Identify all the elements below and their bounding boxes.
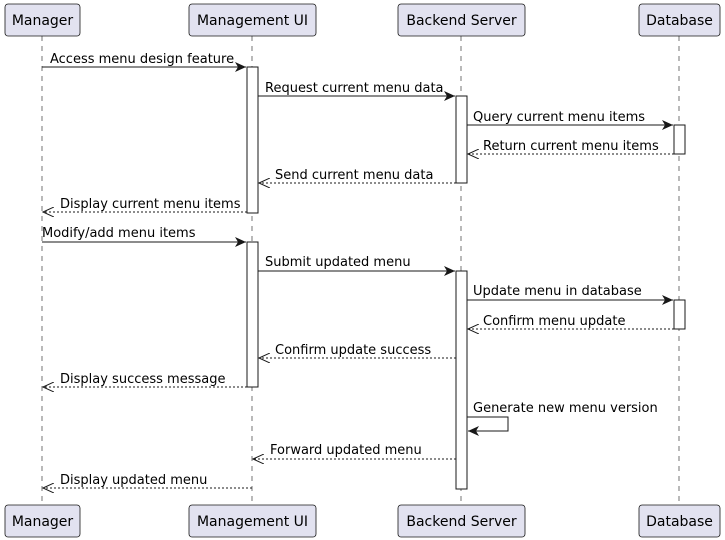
message-label: Generate new menu version bbox=[473, 401, 658, 416]
message-label: Display success message bbox=[60, 372, 225, 387]
message-label: Request current menu data bbox=[265, 81, 444, 96]
activation-backend-2 bbox=[455, 270, 468, 490]
participant-management-ui-bottom[interactable]: Management UI bbox=[188, 504, 317, 538]
participant-label: Database bbox=[646, 514, 713, 530]
message-confirm-menu-update[interactable]: Confirm menu update bbox=[468, 314, 674, 329]
message-submit-updated-menu[interactable]: Submit updated menu bbox=[258, 255, 455, 276]
participant-management-ui-top[interactable]: Management UI bbox=[188, 3, 317, 37]
participant-database-top[interactable]: Database bbox=[638, 3, 721, 37]
message-label: Forward updated menu bbox=[270, 443, 422, 458]
participant-label: Management UI bbox=[197, 13, 308, 29]
message-label: Confirm update success bbox=[275, 343, 431, 358]
participant-backend-server-top[interactable]: Backend Server bbox=[397, 3, 526, 37]
participant-label: Manager bbox=[12, 13, 74, 29]
message-request-current-menu-data[interactable]: Request current menu data bbox=[258, 81, 455, 101]
message-label: Send current menu data bbox=[275, 168, 433, 183]
message-label: Submit updated menu bbox=[265, 255, 411, 270]
message-access-menu-design[interactable]: Access menu design feature bbox=[42, 52, 246, 72]
message-label: Display current menu items bbox=[60, 197, 241, 212]
message-forward-updated-menu[interactable]: Forward updated menu bbox=[253, 443, 456, 459]
participant-manager-bottom[interactable]: Manager bbox=[4, 504, 81, 538]
participant-label: Management UI bbox=[197, 514, 308, 530]
participant-label: Manager bbox=[12, 514, 74, 530]
participant-backend-server-bottom[interactable]: Backend Server bbox=[397, 504, 526, 538]
participant-label: Backend Server bbox=[406, 514, 516, 530]
message-label: Confirm menu update bbox=[483, 314, 625, 329]
participant-database-bottom[interactable]: Database bbox=[638, 504, 721, 538]
message-display-success-message[interactable]: Display success message bbox=[43, 372, 247, 387]
message-return-current-menu-items[interactable]: Return current menu items bbox=[468, 139, 674, 154]
message-send-current-menu-data[interactable]: Send current menu data bbox=[259, 168, 456, 183]
message-label: Query current menu items bbox=[473, 110, 645, 125]
activation-db-2 bbox=[673, 299, 686, 330]
activation-db-1 bbox=[673, 124, 686, 155]
message-label: Modify/add menu items bbox=[42, 226, 196, 241]
message-display-updated-menu[interactable]: Display updated menu bbox=[43, 473, 252, 488]
participants-top: Manager Management UI Backend Server Dat… bbox=[4, 3, 721, 37]
message-query-current-menu-items[interactable]: Query current menu items bbox=[467, 110, 673, 130]
message-modify-add-menu-items[interactable]: Modify/add menu items bbox=[42, 226, 246, 247]
message-label: Display updated menu bbox=[60, 473, 207, 488]
message-update-menu-in-database[interactable]: Update menu in database bbox=[467, 284, 673, 305]
activation-ui-1 bbox=[246, 66, 259, 214]
message-label: Access menu design feature bbox=[50, 52, 234, 67]
activation-bars bbox=[246, 66, 686, 490]
message-generate-new-menu-version[interactable]: Generate new menu version bbox=[467, 401, 658, 436]
participant-label: Database bbox=[646, 13, 713, 29]
participants-bottom: Manager Management UI Backend Server Dat… bbox=[4, 504, 721, 538]
participant-label: Backend Server bbox=[406, 13, 516, 29]
message-label: Update menu in database bbox=[473, 284, 642, 299]
message-display-current-menu-items[interactable]: Display current menu items bbox=[43, 197, 247, 212]
messages: Access menu design feature Request curre… bbox=[42, 52, 674, 488]
message-confirm-update-success[interactable]: Confirm update success bbox=[259, 343, 456, 358]
participant-manager-top[interactable]: Manager bbox=[4, 3, 81, 37]
activation-backend-1 bbox=[455, 95, 468, 184]
message-label: Return current menu items bbox=[483, 139, 659, 154]
activation-ui-2 bbox=[246, 241, 259, 388]
